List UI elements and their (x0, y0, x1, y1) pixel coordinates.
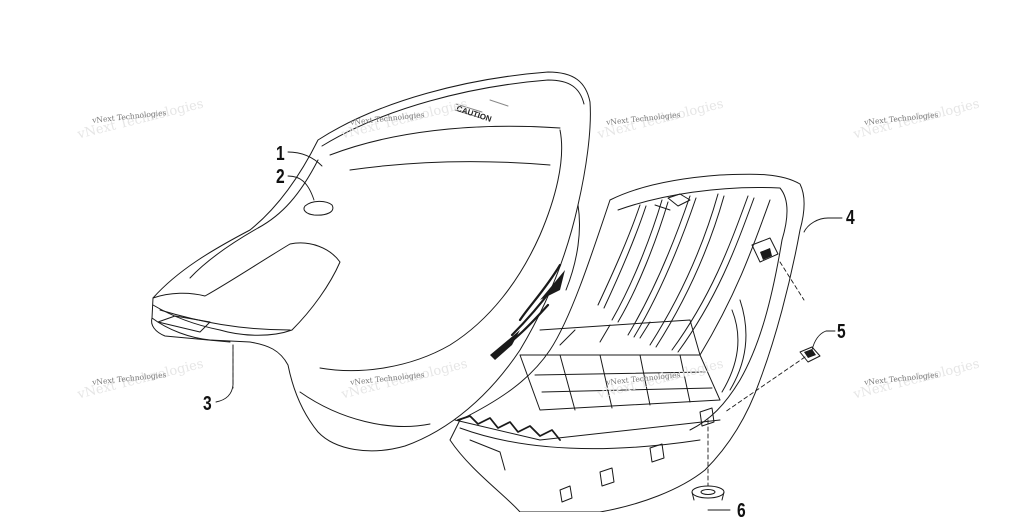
seat-assembly-drawing (0, 0, 1024, 512)
callout-4: 4 (846, 207, 855, 229)
callout-2: 2 (276, 166, 285, 188)
clip-part (800, 347, 820, 362)
dashed-guides (233, 262, 805, 486)
grommet-part (692, 486, 724, 500)
callout-3: 3 (203, 393, 212, 415)
leader-lines (216, 152, 842, 510)
callout-6: 6 (737, 500, 746, 522)
seat-cushion (152, 72, 591, 451)
seat-base (450, 174, 804, 512)
callout-1: 1 (276, 143, 285, 165)
callout-5: 5 (837, 321, 846, 343)
